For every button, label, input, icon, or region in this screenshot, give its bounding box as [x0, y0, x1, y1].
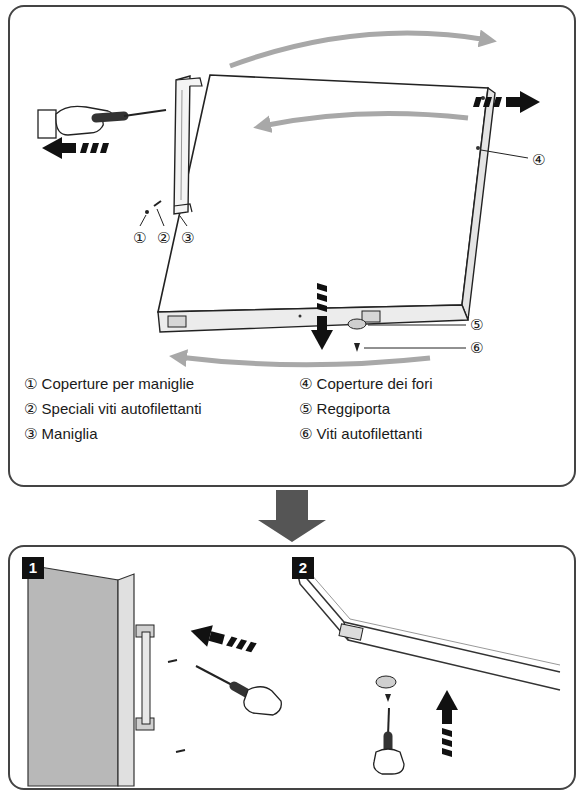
- door-outline: [304, 566, 560, 665]
- leader-line: [180, 216, 187, 226]
- cabinet-side: [28, 565, 118, 786]
- door-side: [462, 88, 495, 320]
- hole: [299, 315, 302, 318]
- leader-line: [368, 325, 466, 326]
- screwdriver-handle: [96, 116, 124, 118]
- leader-line: [481, 150, 528, 158]
- instruction-panel: ① Coperture per maniglie ② Speciali viti …: [8, 5, 576, 487]
- step-badge: 2: [292, 557, 314, 579]
- handle-end: [174, 204, 192, 212]
- leader-line: [140, 215, 146, 226]
- handle-bar: [174, 76, 190, 214]
- step-number: 1: [22, 557, 44, 579]
- callout-number: ①: [132, 229, 147, 247]
- handle-detail: [181, 90, 182, 200]
- handle-cover: [145, 210, 149, 214]
- screwdriver-shaft: [124, 110, 166, 116]
- door-face: [158, 75, 488, 312]
- hand-screwdriver: [374, 708, 404, 774]
- motion-arrow: [188, 620, 258, 659]
- fridge-side: [28, 565, 185, 786]
- step-panel: 12: [8, 545, 576, 790]
- hinge: [339, 624, 363, 640]
- rotation-arrow: [262, 114, 468, 127]
- screwdriver-shaft: [196, 666, 234, 686]
- screw: [354, 343, 360, 352]
- motion-arrow: [436, 690, 458, 757]
- step-number: 2: [292, 557, 314, 579]
- legend-item: ④ Coperture dei fori: [299, 375, 433, 393]
- door-corner: [296, 566, 560, 702]
- hole: [476, 146, 480, 150]
- flow-arrow: [258, 490, 326, 542]
- legend-item: ⑥ Viti autofilettanti: [299, 425, 422, 443]
- callout-number: ④: [531, 151, 546, 169]
- hand-screwdriver: [196, 666, 281, 715]
- door-edge: [158, 305, 468, 332]
- door-holder: [348, 319, 366, 329]
- motion-arrow: [473, 91, 540, 113]
- screw: [385, 694, 391, 702]
- callout-number: ③: [180, 229, 195, 247]
- step-badge: 1: [22, 557, 44, 579]
- leader-line: [157, 209, 164, 226]
- door-drawing: [158, 75, 495, 332]
- hand: [244, 687, 281, 715]
- legend-item: ① Coperture per maniglie: [24, 375, 194, 393]
- door-outline: [296, 566, 560, 690]
- callout-number: ⑥: [469, 339, 484, 357]
- hand-screwdriver: [38, 106, 166, 138]
- motion-arrow: [42, 137, 109, 159]
- leader-line: [364, 348, 466, 349]
- legend-item: ⑤ Reggiporta: [299, 400, 390, 418]
- callout-number: ②: [156, 229, 171, 247]
- screw: [168, 660, 177, 662]
- motion-arrow: [311, 283, 333, 350]
- hand: [374, 749, 404, 774]
- sleeve: [38, 110, 56, 138]
- hinge-slot: [362, 311, 380, 322]
- handle: [174, 76, 202, 214]
- hinge-slot: [168, 316, 186, 327]
- legend-item: ③ Maniglia: [24, 425, 97, 443]
- screw: [176, 750, 185, 752]
- handle-bar: [142, 632, 150, 724]
- legend-item: ② Speciali viti autofilettanti: [24, 400, 202, 418]
- door-holder: [376, 676, 396, 688]
- special-screw: [154, 201, 161, 206]
- door-edge: [118, 574, 134, 786]
- door-outline: [296, 566, 560, 672]
- rotation-arrow: [230, 33, 488, 66]
- rotation-arrow: [178, 357, 430, 365]
- callout-number: ⑤: [469, 316, 484, 334]
- handle-end: [176, 78, 202, 86]
